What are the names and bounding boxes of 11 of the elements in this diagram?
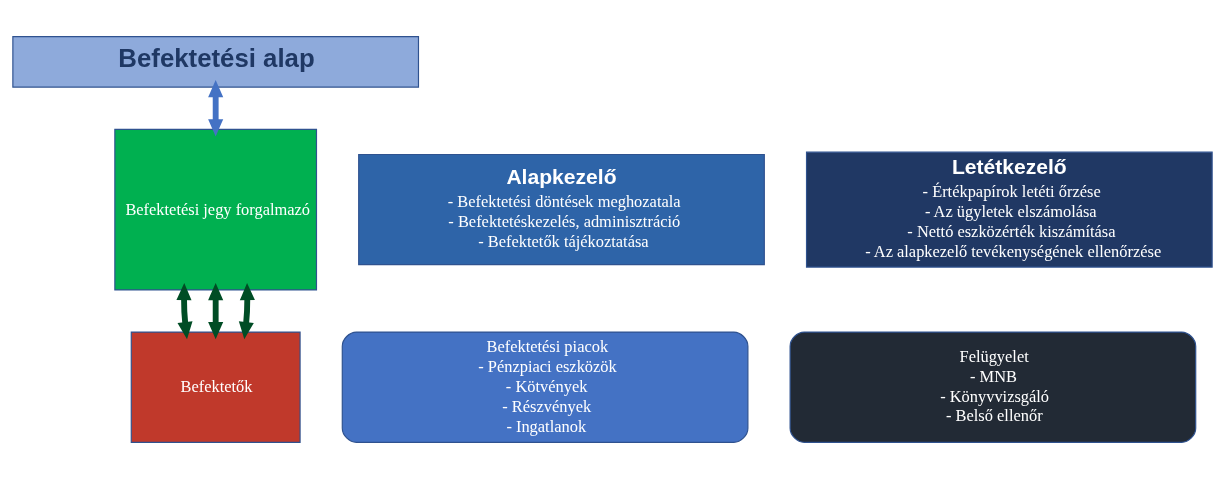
node-box: Befektetési alap (12, 36, 420, 88)
node-box: Befektetési jegy forgalmazó (114, 128, 318, 291)
arrow (208, 80, 224, 137)
node-box: Letétkezelő - Értékpapírok letéti őrzése - Az ügyletek elszámolása - Nettó eszközérték kiszámítása - Az alapkezelő tevékenységének ellenőrzése (805, 151, 1213, 268)
node-box: Felügyelet - MNB - Könyvvizsgáló - Belső ellenőr (789, 331, 1197, 443)
arrow (208, 282, 224, 340)
arrow (176, 282, 193, 340)
arrow (238, 282, 255, 340)
node-box: Alapkezelő - Befektetési döntések meghozatala - Befektetéskezelés, adminisztráció - Befektetők tájékoztatása (358, 153, 765, 266)
node-box: Befektetési piacok - Pénzpiaci eszközök - Kötvények - Részvények - Ingatlanok (341, 331, 749, 443)
node-box: Befektetők (130, 331, 301, 443)
